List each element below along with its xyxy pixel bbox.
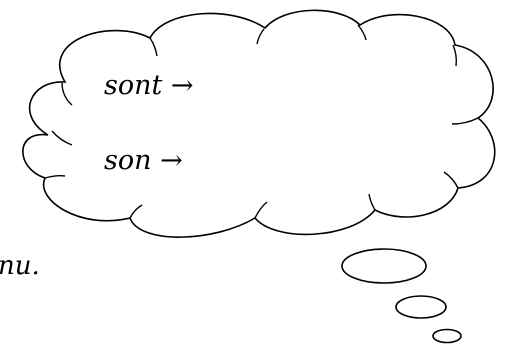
cloud-inner-arc bbox=[451, 117, 479, 125]
cloud-inner-arc bbox=[368, 193, 376, 211]
bubble-line-sont: sont → bbox=[104, 70, 194, 101]
cloud-outline bbox=[22, 9, 496, 238]
cloud-inner-arc bbox=[254, 201, 268, 219]
cloud-inner-arc bbox=[256, 28, 265, 45]
cloud-inner-arc bbox=[61, 82, 73, 106]
bubble-line-son: son → bbox=[104, 145, 183, 176]
cloud-inner-arc bbox=[452, 44, 458, 67]
cloud-inner-arc bbox=[44, 174, 66, 179]
cloud-inner-arc bbox=[357, 24, 367, 41]
trail-bubble-medium bbox=[395, 295, 447, 319]
partial-sentence-text: nu. bbox=[0, 251, 40, 281]
cloud-inner-arc bbox=[51, 130, 73, 146]
cloud-inner-arc bbox=[129, 204, 143, 219]
cloud-inner-arc bbox=[149, 37, 158, 57]
trail-bubble-large bbox=[341, 248, 427, 284]
cloud-inner-arc bbox=[443, 171, 459, 189]
trail-bubble-small bbox=[432, 328, 462, 344]
